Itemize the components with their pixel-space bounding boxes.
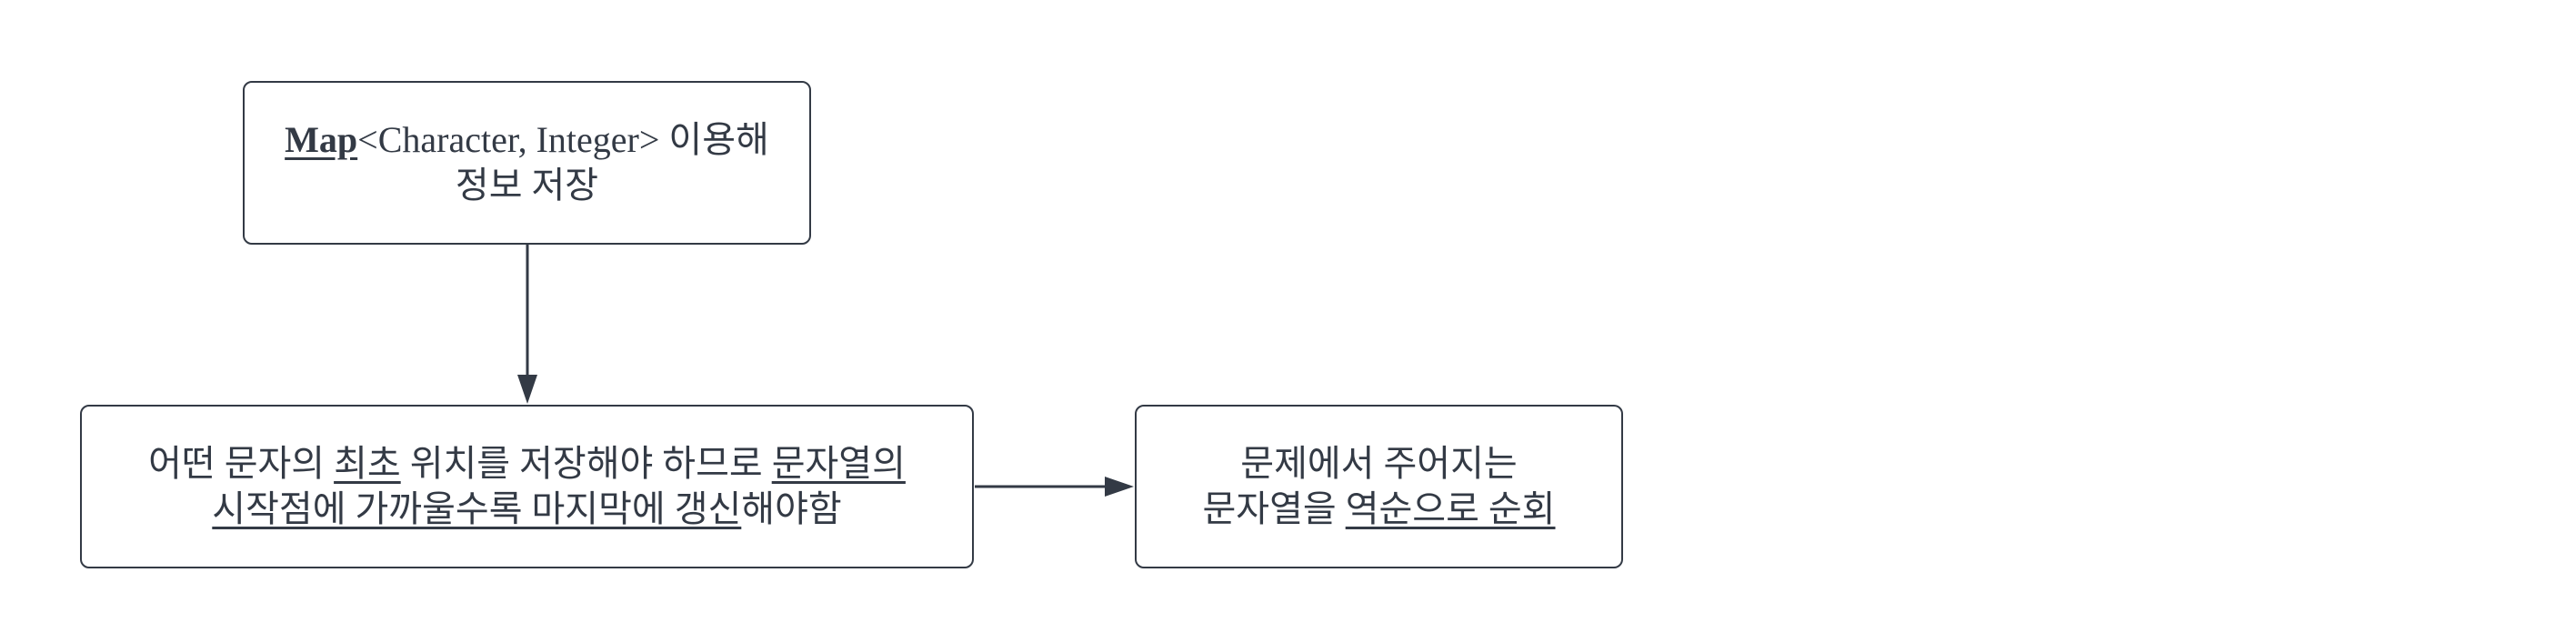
- node-map-storage-line1: Map<Character, Integer> 이용해: [285, 117, 769, 163]
- update-underlined-last: 시작점에 가까울수록 마지막에 갱신: [212, 488, 742, 529]
- node-map-storage-text: Map<Character, Integer> 이용해 정보 저장: [285, 117, 769, 208]
- node-update-order: 어떤 문자의 최초 위치를 저장해야 하므로 문자열의 시작점에 가까울수록 마…: [80, 405, 974, 568]
- arrow-update-to-reverse-head: [1105, 477, 1134, 497]
- node-map-storage-line2: 정보 저장: [455, 165, 599, 206]
- reverse-underlined: 역순으로 순회: [1345, 488, 1556, 529]
- update-underlined-string: 문자열의: [771, 443, 906, 484]
- node-reverse-iteration: 문제에서 주어지는 문자열을 역순으로 순회: [1135, 405, 1623, 568]
- update-text-2: 위치를 저장해야 하므로: [400, 443, 772, 484]
- update-text-3: 해야함: [741, 488, 842, 529]
- node-reverse-iteration-line2: 문자열을 역순으로 순회: [1202, 487, 1555, 532]
- node-update-order-line1: 어떤 문자의 최초 위치를 저장해야 하므로 문자열의: [148, 441, 906, 487]
- node-update-order-text: 어떤 문자의 최초 위치를 저장해야 하므로 문자열의 시작점에 가까울수록 마…: [148, 441, 906, 532]
- map-type-text: <Character, Integer> 이용해: [357, 119, 769, 160]
- reverse-text: 문자열을: [1202, 488, 1346, 529]
- node-reverse-iteration-line1: 문제에서 주어지는: [1240, 443, 1518, 484]
- node-reverse-iteration-text: 문제에서 주어지는 문자열을 역순으로 순회: [1202, 441, 1555, 532]
- node-update-order-line2: 시작점에 가까울수록 마지막에 갱신해야함: [148, 487, 906, 532]
- node-map-storage: Map<Character, Integer> 이용해 정보 저장: [243, 81, 811, 245]
- arrow-map-to-update-head: [517, 375, 537, 404]
- update-text-1: 어떤 문자의: [148, 443, 335, 484]
- update-underlined-first: 최초: [334, 443, 401, 484]
- map-keyword: Map: [285, 119, 358, 160]
